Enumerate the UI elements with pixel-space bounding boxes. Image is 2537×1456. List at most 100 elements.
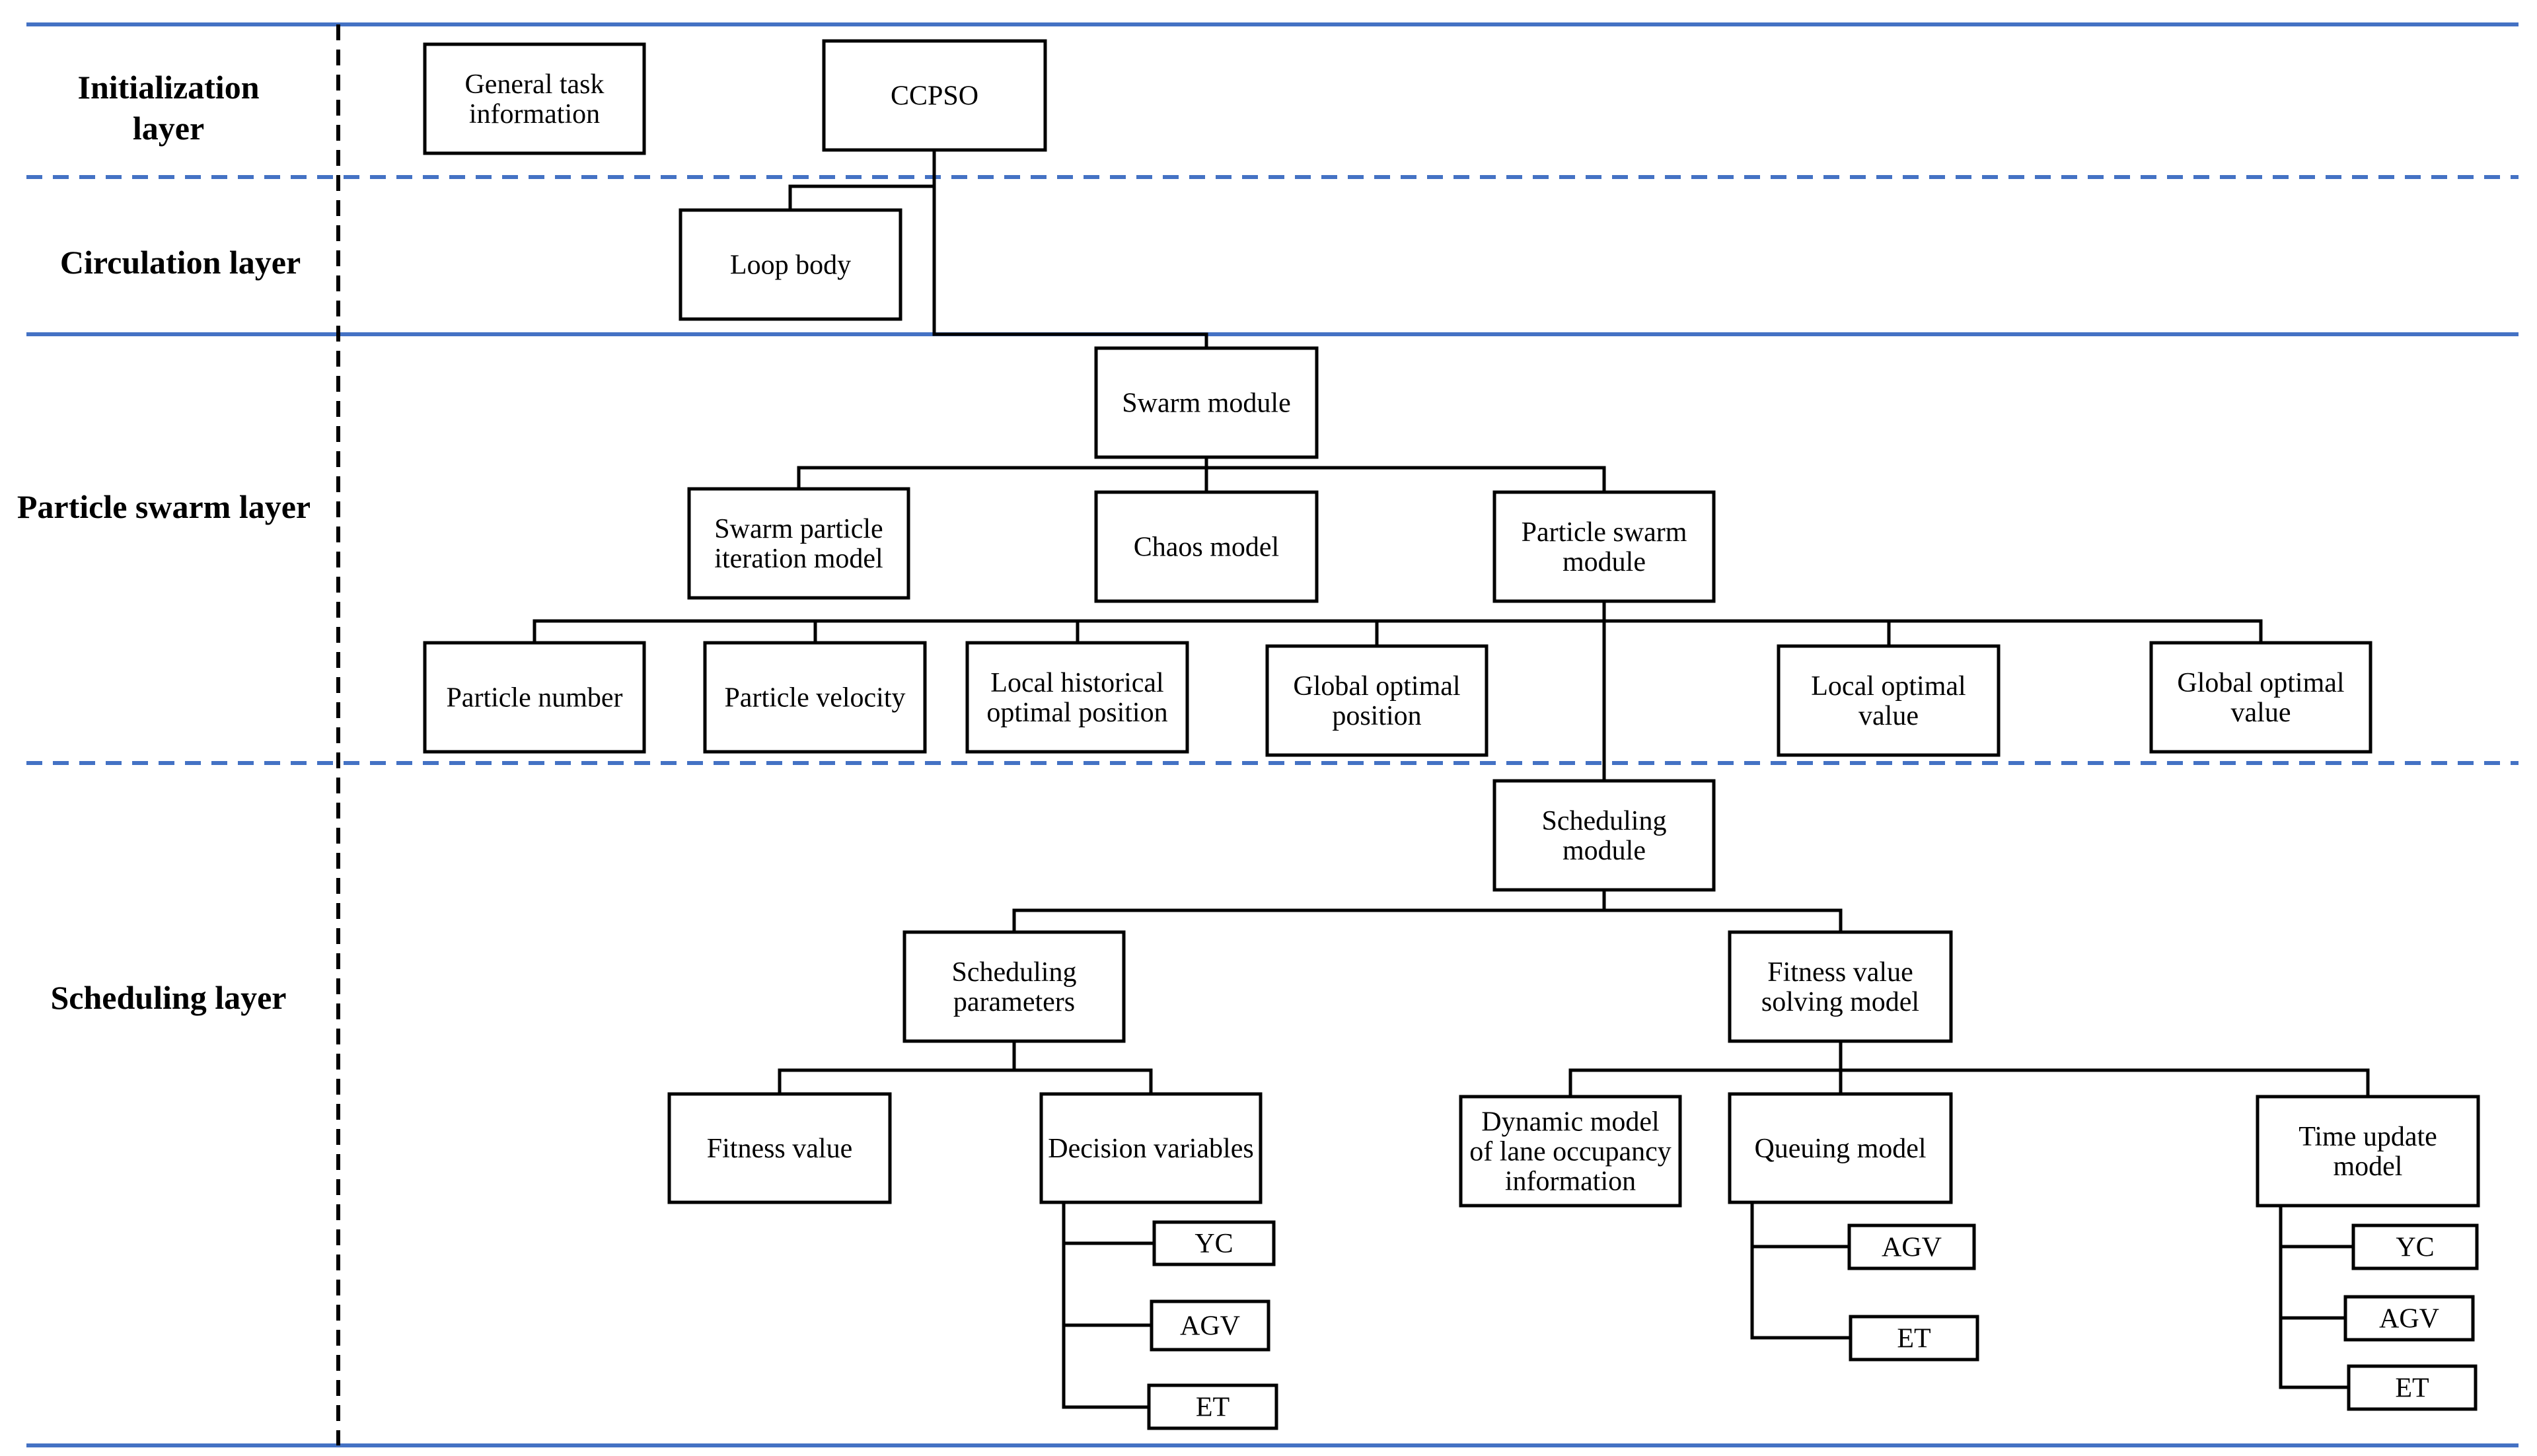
node-label-line: Particle swarm <box>1522 517 1687 548</box>
node-label: Queuing model <box>1754 1134 1926 1164</box>
layer-label-scheduling: Scheduling layer <box>51 979 287 1016</box>
node-box <box>1094 490 1319 603</box>
node-label: Decision variables <box>1048 1134 1253 1164</box>
node-label-line: AGV <box>2379 1304 2439 1334</box>
node-label-line: value <box>1858 701 1919 731</box>
layer-label-circulation: Circulation layer <box>60 244 301 281</box>
node-label: Loop body <box>730 250 851 281</box>
node-label-line: parameters <box>953 987 1075 1017</box>
connector-line <box>2279 1206 2349 1389</box>
node-box <box>703 641 927 754</box>
node-label-line: Particle number <box>446 683 622 713</box>
node-qm-et: ET <box>1849 1315 1979 1362</box>
node-tu-agv: AGV <box>2343 1295 2475 1342</box>
node-swarm-module: Swarm module <box>1094 346 1319 459</box>
node-label-line: position <box>1332 701 1421 731</box>
nodes: General task information CCPSO Loop bodySwa… <box>423 39 2480 1430</box>
node-box <box>1728 930 1953 1043</box>
node-tu-et: ET <box>2347 1364 2478 1411</box>
connector-line <box>1012 908 1843 932</box>
node-label-line: YC <box>2396 1233 2434 1263</box>
connector-line <box>788 184 934 210</box>
node-box <box>423 42 646 155</box>
node-label-line: module <box>1563 836 1646 866</box>
node-label: AGV <box>1180 1311 1240 1342</box>
node-loop-body: Loop body <box>679 208 902 321</box>
node-label-line: AGV <box>1180 1311 1240 1342</box>
node-box <box>1459 1095 1682 1208</box>
connector-line <box>778 1068 1153 1094</box>
connector-line <box>1062 1202 1149 1409</box>
node-label-line: CCPSO <box>891 81 978 112</box>
node-label-line: Swarm particle <box>714 514 883 544</box>
node-label: ET <box>1196 1393 1230 1423</box>
node-queuing-model: Queuing model <box>1728 1092 1953 1204</box>
node-particle-number: Particle number <box>423 641 646 754</box>
node-box <box>1849 1315 1979 1362</box>
node-label-line: Decision variables <box>1048 1134 1253 1164</box>
node-label-line: optimal position <box>986 698 1167 728</box>
node-box <box>1147 1383 1278 1430</box>
connector-line <box>932 150 1208 348</box>
node-label: ET <box>1897 1324 1930 1354</box>
node-box <box>2343 1295 2475 1342</box>
layer-label-line: Initialization <box>77 69 259 106</box>
node-label-line: YC <box>1195 1229 1233 1259</box>
node-label-line: iteration model <box>714 544 883 574</box>
layer-separators <box>26 22 2519 1447</box>
node-label: CCPSO <box>891 81 978 112</box>
node-tu-yc: YC <box>2351 1223 2479 1270</box>
node-label: Fitness value <box>707 1134 852 1164</box>
node-box <box>1492 779 1716 892</box>
node-box <box>902 930 1126 1043</box>
node-box <box>1265 644 1489 757</box>
node-label-line: Local optimal <box>1811 671 1966 702</box>
layer-label-line: Scheduling layer <box>51 979 287 1016</box>
node-label-line: information <box>1505 1167 1636 1197</box>
node-box <box>687 487 910 600</box>
node-label: Swarm module <box>1122 388 1290 419</box>
connectors <box>533 150 2370 1409</box>
node-box <box>1777 644 2001 757</box>
node-label-line: ET <box>1196 1393 1230 1423</box>
node-label-line: ET <box>2395 1373 2429 1404</box>
node-box <box>1039 1092 1263 1204</box>
node-label-line: Scheduling <box>952 957 1077 988</box>
node-label: Chaos model <box>1134 532 1279 563</box>
layer-label-line: Particle swarm layer <box>17 488 311 525</box>
node-label-line: Queuing model <box>1754 1134 1926 1164</box>
node-box <box>1150 1299 1270 1352</box>
node-label: YC <box>2396 1233 2434 1263</box>
node-label-line: General task <box>464 69 604 100</box>
connector-line <box>1568 1068 2370 1097</box>
node-label-line: Scheduling <box>1542 806 1667 836</box>
layer-label-particle-swarm: Particle swarm layer <box>17 488 311 525</box>
node-label-line: AGV <box>1882 1233 1942 1263</box>
node-ccpso: CCPSO <box>822 39 1047 152</box>
node-label: AGV <box>1882 1233 1942 1263</box>
node-box <box>2149 641 2372 754</box>
node-label-line: of lane occupancy <box>1469 1137 1672 1167</box>
node-box <box>1847 1223 1976 1270</box>
node-box <box>679 208 902 321</box>
connector-line <box>533 619 2263 643</box>
node-label-line: Fitness value <box>707 1134 852 1164</box>
node-dv-yc: YC <box>1152 1220 1276 1266</box>
node-label-line: Global optimal <box>1293 671 1460 702</box>
layer-label-line: Circulation layer <box>60 244 301 281</box>
node-label-line: Dynamic model <box>1481 1107 1659 1138</box>
